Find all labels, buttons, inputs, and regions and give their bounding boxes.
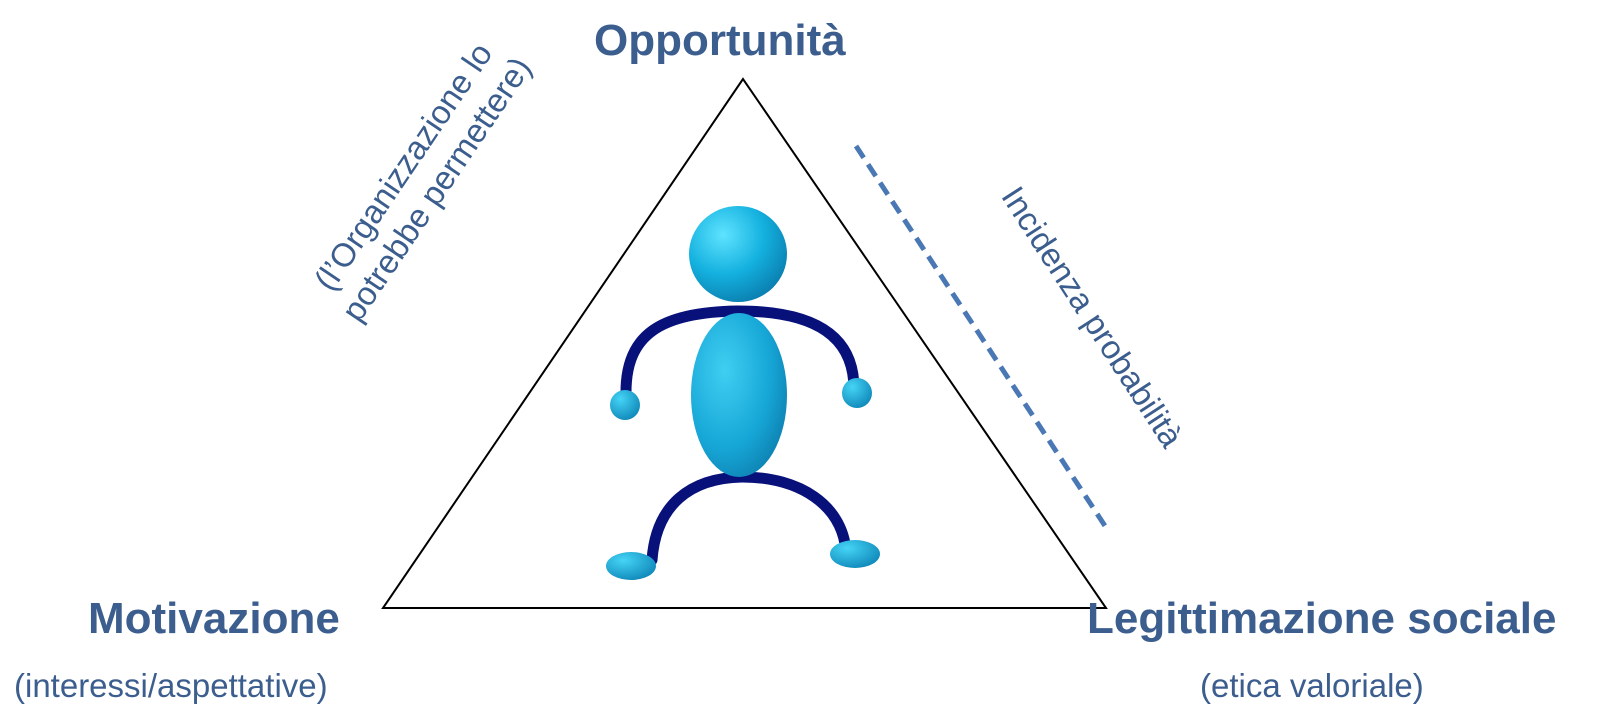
stick-figure-person-icon	[606, 206, 880, 580]
vertex-label-opportunita: Opportunità	[594, 16, 846, 65]
vertex-sublabel-legittimazione-sociale: (etica valoriale)	[1200, 667, 1424, 704]
vertex-sublabel-motivazione: (interessi/aspettative)	[14, 667, 328, 704]
probability-dashed-line	[853, 144, 1112, 534]
vertex-label-motivazione: Motivazione	[88, 594, 340, 643]
vertex-label-legittimazione-sociale: Legittimazione sociale	[1087, 594, 1557, 643]
triangle-outline	[381, 77, 1108, 609]
